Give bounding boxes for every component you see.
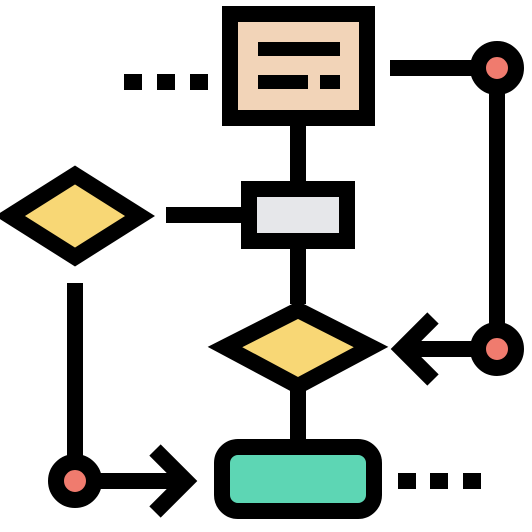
connector-node-top-right xyxy=(470,41,524,95)
arrowhead-left xyxy=(390,312,439,386)
decision-diamond-center xyxy=(207,301,389,396)
process-box-middle xyxy=(241,181,355,249)
decision-diamond-left xyxy=(0,165,155,267)
dotted-line-bottom-right xyxy=(398,473,481,489)
connector-node-bottom-left xyxy=(48,454,102,508)
dotted-line-top-left xyxy=(124,74,208,90)
terminal-box-bottom xyxy=(214,439,382,519)
connector-node-right xyxy=(470,322,524,376)
process-box-top xyxy=(222,6,375,126)
connectors xyxy=(67,60,505,518)
arrowhead-right xyxy=(149,444,198,518)
